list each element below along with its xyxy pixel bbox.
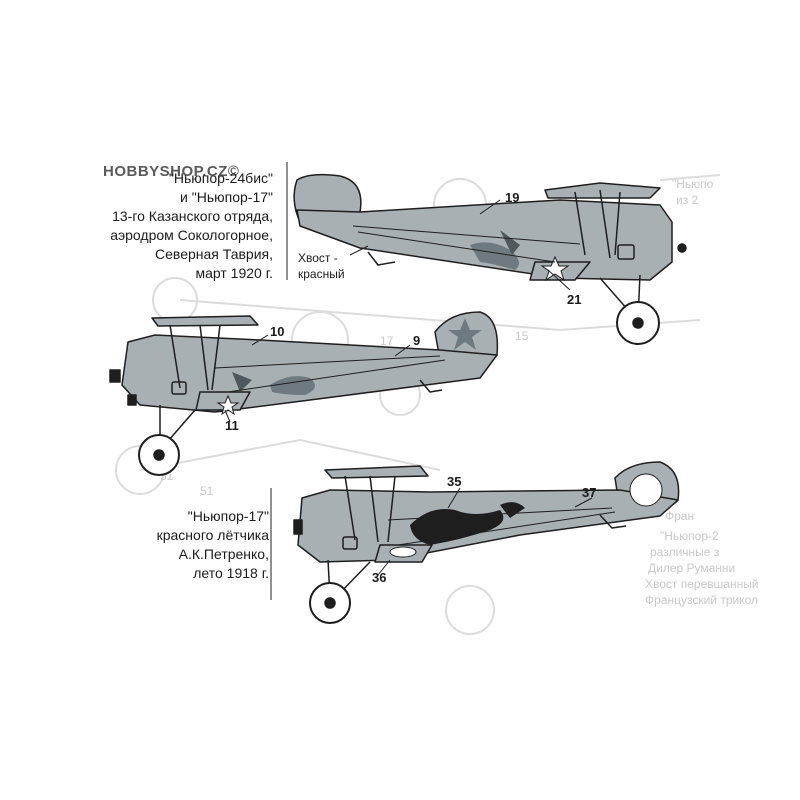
svg-text:51: 51 [200, 484, 214, 498]
caption-top-line: аэродром Сокологорное, [110, 227, 273, 243]
caption-bottom-line: А.К.Петренко, [178, 546, 269, 562]
callout-37: 37 [582, 485, 597, 500]
callout-36: 36 [372, 570, 387, 585]
caption-top-line: Северная Таврия, [155, 246, 273, 262]
tail-note-line: красный [298, 267, 345, 281]
tail-note-line: Хвост - [298, 251, 338, 265]
caption-bottom-line: "Ньюпор-17" [187, 508, 269, 524]
svg-text:15: 15 [515, 329, 529, 343]
callout-35: 35 [447, 474, 462, 489]
svg-text:"Ньюпор-2: "Ньюпор-2 [660, 529, 719, 543]
svg-text:из 2: из 2 [676, 193, 699, 207]
callout-10: 10 [270, 324, 285, 339]
svg-text:Французский трикол: Французский трикол [645, 593, 758, 607]
watermark-text: HOBBYSHOP.CZ© [103, 163, 240, 180]
caption-top-line: "Ньюпор-24бис" [168, 170, 273, 186]
caption-top-line: и "Ньюпор-17" [180, 189, 273, 205]
callout-9: 9 [413, 333, 421, 348]
caption-bottom-line: лето 1918 г. [193, 565, 269, 581]
svg-text:17: 17 [380, 334, 394, 348]
callout-19: 19 [505, 190, 520, 205]
caption-top-line: март 1920 г. [195, 265, 273, 281]
caption-top-line: 13-го Казанского отряда, [112, 208, 273, 224]
svg-text:"Ньюпо: "Ньюпо [672, 177, 714, 191]
svg-text:Дилер Руманни: Дилер Руманни [648, 561, 735, 575]
caption-bottom-line: красного лётчика [156, 527, 269, 543]
svg-text:Хвост перевшанный: Хвост перевшанный [645, 577, 759, 591]
svg-text:различные з: различные з [650, 545, 720, 559]
svg-text:Фран: Фран [665, 509, 694, 523]
callout-21: 21 [567, 292, 582, 307]
callout-11: 11 [225, 418, 239, 433]
